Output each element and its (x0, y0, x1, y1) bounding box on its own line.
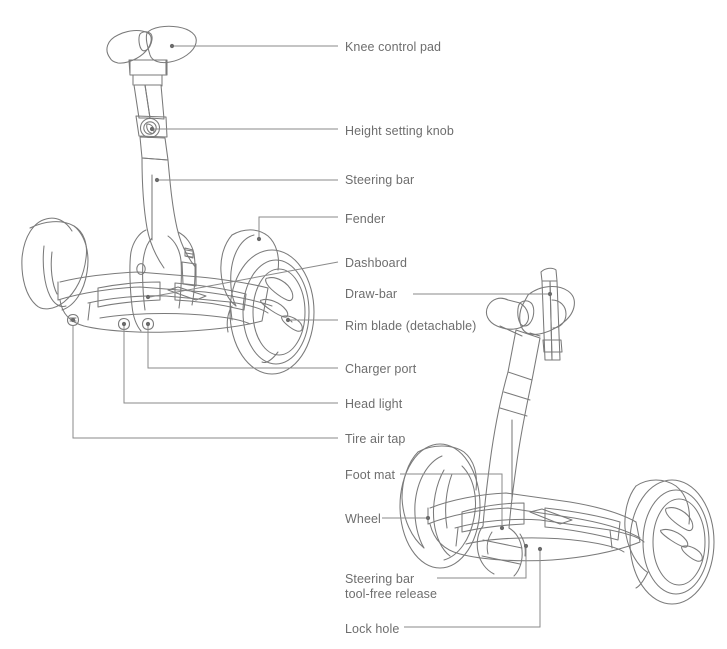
foot-mat-right (174, 282, 247, 311)
fork-left (129, 229, 147, 332)
label-head-light: Head light (345, 397, 403, 411)
knee-pad-right-lobe (145, 25, 197, 64)
draw-bar-head (540, 267, 558, 282)
foot-mat-r-right (544, 507, 621, 541)
leader-head-light (123, 326, 338, 404)
left-tire-outer (21, 217, 73, 306)
tire-air-tap-nub (66, 313, 80, 327)
wheel-r2-tire-outer (629, 479, 715, 605)
dot-charger-port (145, 321, 151, 327)
leader-tire-air-tap (72, 326, 338, 439)
column-r-joint-1 (503, 391, 531, 401)
rim-blade-r-lower (681, 545, 703, 562)
label-rim-blade: Rim blade (detachable) (345, 319, 477, 333)
charger-port-body (184, 247, 194, 259)
wheel-r-fender (417, 445, 477, 491)
dot-knee-control-pad (169, 43, 175, 49)
dot-tire-air-tap (70, 317, 76, 323)
knee-pad-left-lobe (106, 30, 152, 64)
charger-port-nub (141, 317, 155, 331)
rim-blade-lower (281, 315, 303, 332)
deck-center-rib (167, 286, 207, 301)
wheel-r2-tire-inner (642, 489, 710, 595)
column-r-left (482, 371, 509, 527)
rim-blade-r-mid (660, 529, 689, 548)
charger-port-cover (181, 261, 197, 287)
rim-blade-r-upper (665, 507, 694, 532)
head-light-nub (117, 317, 131, 331)
dot-dashboard (145, 294, 151, 300)
dot-draw-bar (547, 291, 553, 297)
callout-dots (70, 43, 553, 552)
foot-mat-r-left (461, 502, 525, 533)
knee-pad-center-rib (138, 31, 153, 52)
label-fender: Fender (345, 212, 386, 226)
label-charger-port: Charger port (345, 362, 417, 376)
steering-column-left-edge (141, 157, 165, 269)
foot-mat-left (97, 281, 161, 308)
leader-lock-hole (404, 551, 541, 628)
label-tire-air-tap: Tire air tap (345, 432, 406, 446)
right-fender-top (231, 229, 279, 271)
rim-blade-mid (260, 299, 289, 318)
leader-foot-mat (400, 473, 503, 526)
leader-fender (258, 216, 338, 239)
deck-r-top (429, 492, 637, 523)
dot-wheel (425, 515, 431, 521)
fork-r-left (476, 525, 495, 575)
label-draw-bar: Draw-bar (345, 287, 398, 301)
release-band-top (482, 539, 523, 549)
dot-steering-bar (154, 177, 160, 183)
label-height-setting-knob: Height setting knob (345, 124, 454, 138)
rim-blade-upper (265, 277, 294, 302)
label-lock-hole: Lock hole (345, 622, 400, 636)
dashboard-ring (136, 263, 146, 275)
leader-steering-bar-release (437, 548, 527, 579)
column-r-joint-2 (499, 407, 528, 417)
right-tire-inner (242, 259, 310, 365)
dot-lock-hole (537, 546, 543, 552)
height-knob-inner (146, 123, 155, 134)
knee-pad-collar (128, 59, 168, 76)
label-foot-mat: Foot mat (345, 468, 396, 482)
wheel-r2-rim (652, 498, 706, 586)
dot-fender (256, 236, 262, 242)
steering-column-right-edge (167, 159, 197, 269)
label-wheel: Wheel (345, 512, 381, 526)
leader-dashboard (149, 261, 339, 298)
height-knob-mid (143, 121, 157, 135)
dot-foot-mat (499, 525, 505, 531)
label-steering-bar-release-line1: Steering bar (345, 572, 415, 586)
label-dashboard: Dashboard (345, 256, 408, 270)
knee-pad-r-left (485, 297, 529, 330)
height-knob-housing (135, 115, 168, 138)
wheel-r-tire (399, 443, 481, 569)
right-rim (252, 268, 306, 356)
wheel-r2-fender (635, 479, 690, 525)
label-knee-control-pad: Knee control pad (345, 40, 442, 54)
dot-head-light (121, 321, 127, 327)
dot-steering-bar-release (523, 543, 529, 549)
left-fender (29, 221, 87, 310)
draw-bar-collar (542, 339, 563, 353)
dot-height-setting-knob (149, 126, 155, 132)
leader-charger-port (147, 326, 338, 369)
label-steering-bar: Steering bar (345, 173, 415, 187)
label-steering-bar-release-line2: tool-free release (345, 587, 438, 601)
deck-r-body (429, 521, 641, 562)
dot-rim-blade (285, 317, 291, 323)
right-tire-outer (229, 249, 315, 375)
